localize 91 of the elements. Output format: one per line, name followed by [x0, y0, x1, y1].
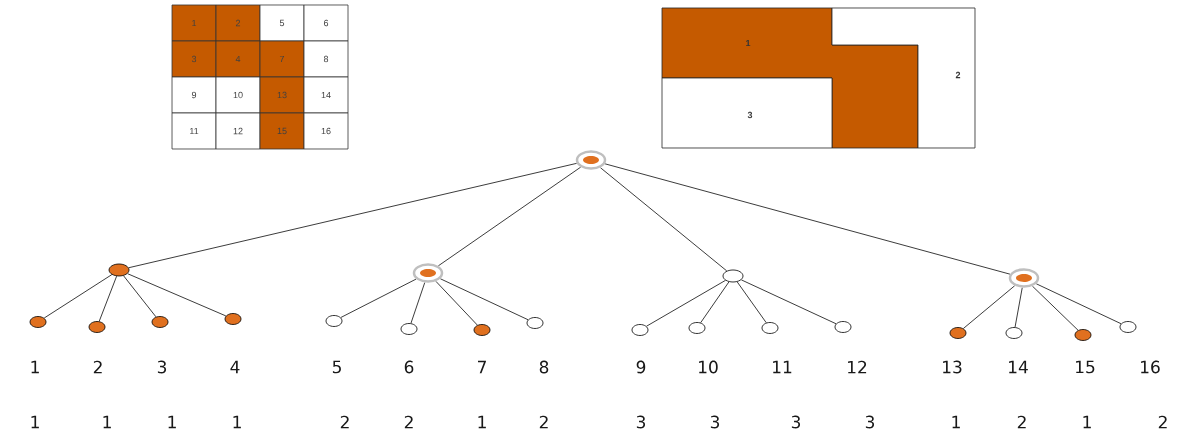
tree-edge — [599, 167, 728, 272]
grid-cell: 15 — [259, 112, 305, 150]
grid-cell: 12 — [215, 112, 261, 150]
tree-edge — [1014, 287, 1023, 328]
cell-number: 9 — [636, 360, 646, 374]
grid-cell: 16 — [303, 112, 349, 150]
cell-number: 12 — [848, 360, 867, 374]
tree-node — [688, 322, 706, 334]
region-number: 3 — [791, 415, 801, 429]
region-number: 3 — [710, 415, 720, 429]
map-region: 2 — [831, 7, 976, 149]
cell-number: 1 — [31, 360, 39, 374]
grid-cell: 4 — [215, 40, 261, 78]
tree-node — [949, 327, 967, 339]
tree-edge — [962, 285, 1016, 329]
tree-node — [29, 316, 47, 328]
cell-number: 5 — [332, 360, 341, 374]
tree-node — [1005, 327, 1023, 339]
cell-number: 10 — [699, 360, 718, 374]
tree-edge — [43, 274, 113, 319]
tree-node — [631, 324, 649, 336]
cell-number: 3 — [157, 360, 167, 374]
tree-edge — [604, 163, 1011, 275]
region-number: 2 — [539, 415, 548, 429]
grid-cell: 14 — [303, 76, 349, 114]
tree-node — [575, 150, 607, 170]
cell-number: 13 — [943, 360, 962, 374]
region-number: 1 — [1083, 415, 1091, 429]
region-number: 1 — [168, 415, 176, 429]
cell-number: 14 — [1009, 360, 1028, 374]
tree-edge — [1031, 285, 1079, 331]
grid-cell: 11 — [171, 112, 217, 150]
tree-edge — [98, 275, 118, 322]
grid-cell: 10 — [215, 76, 261, 114]
tree-edge — [646, 279, 726, 327]
cell-number: 11 — [773, 360, 792, 374]
region-number: 2 — [1017, 415, 1026, 429]
grid-cell: 13 — [259, 76, 305, 114]
tree-edge — [410, 282, 426, 324]
tree-node — [722, 269, 744, 283]
cell-number: 4 — [230, 360, 240, 374]
tree-node — [151, 316, 169, 328]
tree-node — [325, 315, 343, 327]
tree-node — [834, 321, 852, 333]
grid-cell: 2 — [215, 4, 261, 42]
cell-number: 16 — [1141, 360, 1160, 374]
region-number: 1 — [31, 415, 39, 429]
tree-node — [1119, 321, 1137, 333]
tree-edge — [128, 162, 578, 269]
region-number: 1 — [233, 415, 241, 429]
grid-cell: 3 — [171, 40, 217, 78]
tree-edge — [437, 166, 582, 267]
tree-node — [1008, 268, 1040, 288]
cell-number: 7 — [478, 360, 486, 374]
tree-edge — [700, 281, 730, 324]
region-number: 1 — [103, 415, 111, 429]
tree-node — [224, 313, 242, 325]
grid-cell: 5 — [259, 4, 305, 42]
region-number: 3 — [865, 415, 875, 429]
tree-node — [400, 323, 418, 335]
tree-node — [526, 317, 544, 329]
tree-edge — [435, 280, 478, 326]
region-number: 1 — [478, 415, 486, 429]
tree-node — [473, 324, 491, 336]
cell-number: 15 — [1076, 360, 1095, 374]
tree-node — [761, 322, 779, 334]
tree-node — [88, 321, 106, 333]
tree-edge — [736, 281, 767, 324]
grid-cell: 6 — [303, 4, 349, 42]
tree-edge — [340, 278, 417, 318]
tree-edge — [740, 279, 837, 325]
region-number: 2 — [340, 415, 349, 429]
grid-cell: 8 — [303, 40, 349, 78]
tree-node — [108, 263, 130, 277]
cell-number: 6 — [404, 360, 414, 374]
tree-edge — [127, 273, 227, 317]
tree-edge — [123, 275, 157, 318]
cell-number: 2 — [93, 360, 102, 374]
tree-edge — [439, 278, 529, 321]
grid-cell: 7 — [259, 40, 305, 78]
grid-cell: 1 — [171, 4, 217, 42]
tree-node — [1074, 329, 1092, 341]
tree-node — [412, 263, 444, 283]
cell-number: 8 — [539, 360, 549, 374]
region-number: 2 — [404, 415, 413, 429]
region-number: 1 — [952, 415, 960, 429]
tree-edge — [1035, 283, 1122, 325]
map-region: 3 — [661, 77, 833, 149]
grid-cell: 9 — [171, 76, 217, 114]
region-number: 2 — [1158, 415, 1167, 429]
region-number: 3 — [636, 415, 646, 429]
